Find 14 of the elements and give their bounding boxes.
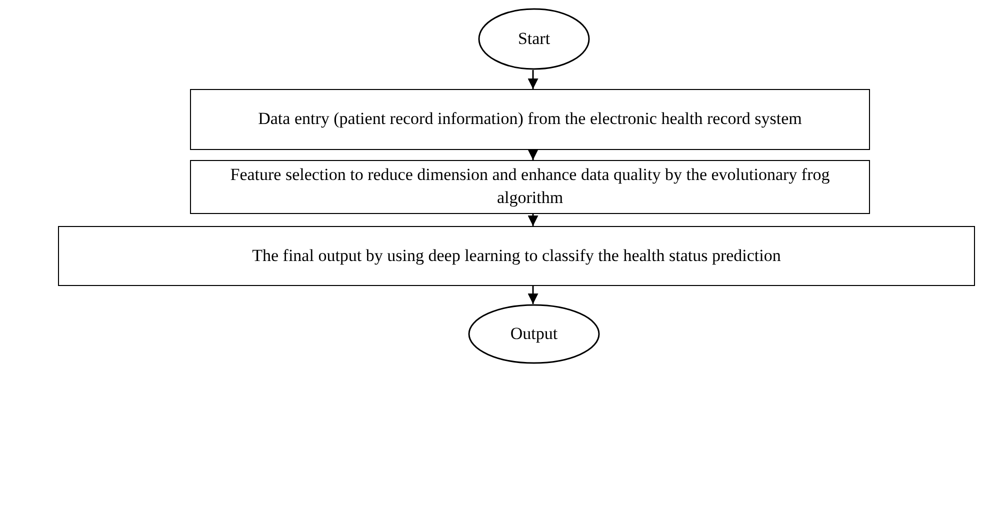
process-box	[190, 89, 870, 150]
process-box	[58, 226, 975, 286]
arrow	[528, 214, 538, 226]
step-text: Feature selection to reduce dimension and enhance data quality by the evolutionary frog algorithm	[229, 164, 831, 209]
step-text: The final output by using deep learning to classify the health status prediction	[251, 244, 782, 267]
arrow	[528, 70, 538, 89]
step-text: Output	[509, 322, 559, 345]
terminal-ellipse	[468, 304, 600, 364]
terminal-ellipse	[478, 8, 590, 70]
step-text: Start	[516, 28, 552, 50]
step-text: Data entry (patient record information) from the electronic health record system	[257, 108, 803, 130]
arrow	[528, 286, 538, 304]
arrow	[528, 150, 538, 160]
process-box	[190, 160, 870, 214]
